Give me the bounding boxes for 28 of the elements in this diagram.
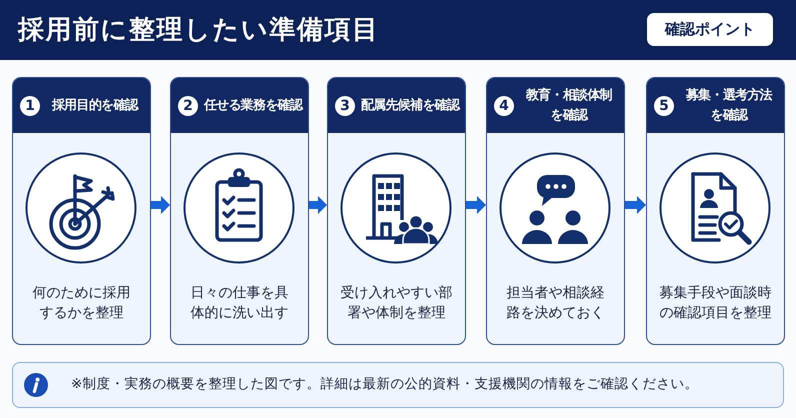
step-description: 受け入れやすい部署や体制を整理 (340, 284, 454, 323)
tag: 確認ポイント (647, 13, 773, 46)
step-card (327, 77, 466, 345)
step-card (12, 77, 151, 345)
step-description: 担当者や相談経路を決めておく (506, 284, 606, 323)
arrow (309, 196, 327, 214)
step-number: 5 (654, 96, 674, 116)
step-title: 教育・相談体制を確認 (524, 86, 614, 124)
arrow (625, 196, 646, 214)
note-text: ※制度・実務の概要を整理した図です。詳細は最新の公的資料・支援機関の情報をご確認ください。 (71, 375, 698, 394)
step-title: 任せる業務を確認 (204, 96, 302, 114)
arrow (151, 196, 170, 214)
step-description: 何のために採用するかを整理 (32, 284, 132, 323)
step-number: 2 (178, 96, 198, 116)
step-title: 配属先候補を確認 (360, 96, 460, 114)
page-title: 採用前に整理したい準備項目 (18, 14, 380, 47)
note-box (12, 362, 784, 408)
step-number: 3 (335, 96, 355, 116)
step-description: 募集手段や面談時の確認項目を整理 (658, 284, 772, 323)
step-description: 日々の仕事を具体的に洗い出す (190, 284, 290, 323)
step-number: 4 (494, 96, 514, 116)
step-title: 募集・選考方法を確認 (684, 86, 774, 124)
step-title: 採用目的を確認 (52, 96, 138, 114)
step-card (486, 77, 625, 345)
step-card (646, 77, 785, 345)
arrow (466, 196, 486, 214)
step-number: 1 (20, 96, 40, 116)
step-card (170, 77, 309, 345)
